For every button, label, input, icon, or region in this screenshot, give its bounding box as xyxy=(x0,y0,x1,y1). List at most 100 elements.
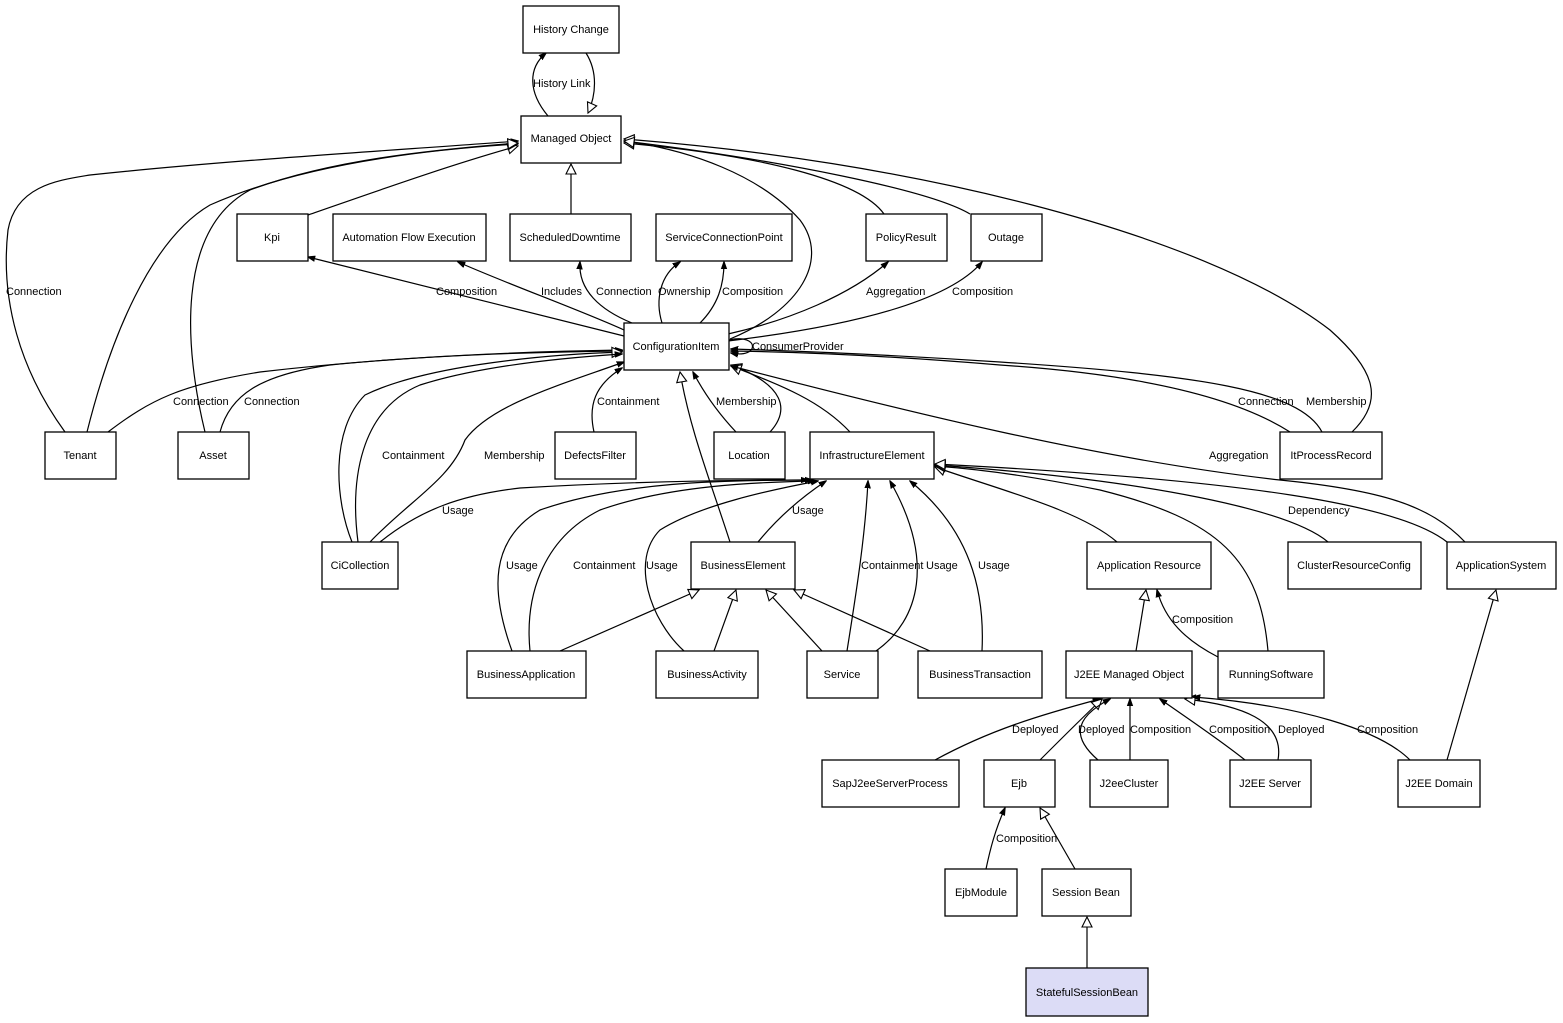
label-composition-cluster: Composition xyxy=(1130,724,1191,736)
node-label: Tenant xyxy=(63,450,96,462)
edge-svc-ie-usage xyxy=(875,481,918,652)
node-label: ServiceConnectionPoint xyxy=(665,232,782,244)
node-service-connection-point[interactable]: ServiceConnectionPoint xyxy=(655,213,793,262)
edge-loc-ci-membership xyxy=(693,372,737,433)
node-business-transaction[interactable]: BusinessTransaction xyxy=(917,650,1043,699)
label-aggregation-appsys: Aggregation xyxy=(1209,450,1268,462)
nodes: History Change Managed Object Kpi Automa… xyxy=(44,5,1557,1017)
label-composition-scp: Composition xyxy=(722,286,783,298)
node-policy-result[interactable]: PolicyResult xyxy=(865,213,948,262)
node-it-process-record[interactable]: ItProcessRecord xyxy=(1279,431,1383,480)
edge-cic-ie xyxy=(379,480,808,543)
edge-cic-ci-membership xyxy=(369,362,624,543)
edge-labels: History Link Connection Composition Incl… xyxy=(6,78,1418,845)
node-j2ee-managed-object[interactable]: J2EE Managed Object xyxy=(1065,650,1193,699)
edge-tenant-mo-connection xyxy=(5,141,518,433)
node-business-application[interactable]: BusinessApplication xyxy=(466,650,587,699)
edge-ci-sd xyxy=(580,262,633,324)
node-label: Asset xyxy=(199,450,227,462)
edge-rs-ar xyxy=(1157,590,1219,658)
node-application-resource[interactable]: Application Resource xyxy=(1086,541,1212,590)
node-ci-collection[interactable]: CiCollection xyxy=(321,541,399,590)
edge-ci-self xyxy=(728,338,754,354)
node-label: Service xyxy=(824,669,861,681)
label-membership-cic: Membership xyxy=(484,450,545,462)
node-label: ClusterResourceConfig xyxy=(1297,560,1411,572)
node-business-activity[interactable]: BusinessActivity xyxy=(655,650,759,699)
node-service[interactable]: Service xyxy=(806,650,879,699)
node-label: BusinessApplication xyxy=(477,669,575,681)
node-label: DefectsFilter xyxy=(564,450,626,462)
node-label: Location xyxy=(728,450,770,462)
node-automation-flow-execution[interactable]: Automation Flow Execution xyxy=(332,213,487,262)
node-application-system[interactable]: ApplicationSystem xyxy=(1446,541,1557,590)
node-label: InfrastructureElement xyxy=(819,450,924,462)
edge-rs-ie xyxy=(935,466,1269,652)
node-sap-j2ee-server-process[interactable]: SapJ2eeServerProcess xyxy=(821,759,960,808)
node-ejb-module[interactable]: EjbModule xyxy=(944,868,1018,917)
node-label: StatefulSessionBean xyxy=(1036,987,1138,999)
node-asset[interactable]: Asset xyxy=(177,431,250,480)
edge-appsys-ci xyxy=(731,366,1466,543)
edge-bt-ie xyxy=(910,481,983,652)
edge-ci-outage xyxy=(727,262,982,342)
label-usage-cic: Usage xyxy=(442,505,474,517)
node-label: Outage xyxy=(988,232,1024,244)
node-session-bean[interactable]: Session Bean xyxy=(1041,868,1132,917)
node-configuration-item[interactable]: ConfigurationItem xyxy=(623,322,730,371)
node-label: EjbModule xyxy=(955,887,1007,899)
edge-history-generalization xyxy=(585,52,595,113)
label-containment-ba: Containment xyxy=(573,560,635,572)
edge-be-ci xyxy=(680,372,731,543)
node-j2ee-domain[interactable]: J2EE Domain xyxy=(1397,759,1481,808)
edge-appsys-ie xyxy=(935,464,1448,543)
node-label: Managed Object xyxy=(531,133,612,145)
edge-ba-be xyxy=(559,590,699,652)
node-tenant[interactable]: Tenant xyxy=(44,431,117,480)
label-usage-ba: Usage xyxy=(506,560,538,572)
edge-sessionbean-ejb xyxy=(1040,808,1076,870)
label-usage-be: Usage xyxy=(792,505,824,517)
node-cluster-resource-config[interactable]: ClusterResourceConfig xyxy=(1287,541,1422,590)
label-membership-loc: Membership xyxy=(716,396,777,408)
label-composition-domain: Composition xyxy=(1357,724,1418,736)
edge-ejb-j2eemo xyxy=(1039,699,1102,761)
edge-itpr-ci-membership xyxy=(731,349,1323,433)
node-label: Ejb xyxy=(1011,778,1027,790)
edge-be-ie xyxy=(757,481,826,543)
node-scheduled-downtime[interactable]: ScheduledDowntime xyxy=(509,213,632,262)
node-label: J2EE Managed Object xyxy=(1074,669,1184,681)
node-location[interactable]: Location xyxy=(713,431,786,480)
edge-sap-j2eemo xyxy=(934,699,1100,761)
edge-crc-ie xyxy=(935,465,1329,543)
node-j2ee-cluster[interactable]: J2eeCluster xyxy=(1089,759,1169,808)
node-managed-object[interactable]: Managed Object xyxy=(520,115,622,164)
node-label: J2eeCluster xyxy=(1100,778,1159,790)
edge-domain-j2eemo xyxy=(1193,697,1411,761)
edge-history-link xyxy=(532,53,549,117)
edge-cluster-j2eemo-deployed xyxy=(1079,699,1110,761)
edge-ar-ie xyxy=(935,467,1118,543)
node-ejb[interactable]: Ejb xyxy=(983,759,1056,808)
node-outage[interactable]: Outage xyxy=(970,213,1043,262)
node-history-change[interactable]: History Change xyxy=(522,5,620,54)
edge-pr-mo xyxy=(624,143,885,215)
node-label: J2EE Server xyxy=(1239,778,1301,790)
node-running-software[interactable]: RunningSoftware xyxy=(1217,650,1325,699)
edge-ba-ie-containment xyxy=(528,481,815,652)
node-defects-filter[interactable]: DefectsFilter xyxy=(554,431,637,480)
label-connection-sd: Connection xyxy=(596,286,652,298)
label-composition-ejbmodule: Composition xyxy=(996,833,1057,845)
label-connection-asset: Connection xyxy=(244,396,300,408)
node-stateful-session-bean[interactable]: StatefulSessionBean xyxy=(1025,967,1149,1017)
node-label: ScheduledDowntime xyxy=(520,232,621,244)
node-j2ee-server[interactable]: J2EE Server xyxy=(1229,759,1312,808)
node-business-element[interactable]: BusinessElement xyxy=(690,541,796,590)
node-kpi[interactable]: Kpi xyxy=(236,213,309,262)
edges xyxy=(5,52,1496,968)
label-membership-itpr: Membership xyxy=(1306,396,1367,408)
edge-ci-kpi xyxy=(308,257,625,337)
node-label: J2EE Domain xyxy=(1405,778,1472,790)
node-infrastructure-element[interactable]: InfrastructureElement xyxy=(809,431,935,480)
